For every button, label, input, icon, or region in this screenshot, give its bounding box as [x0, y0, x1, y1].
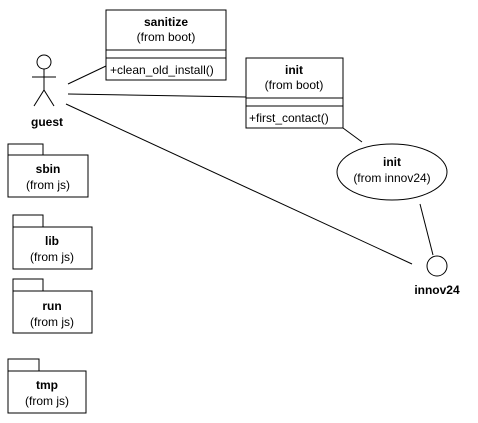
association-guest-init	[67, 93, 247, 98]
package-name: lib	[45, 234, 59, 248]
class-name: sanitize	[144, 15, 188, 29]
stick-figure-icon	[32, 54, 56, 107]
package-tmp[interactable]: tmp (from js)	[7, 358, 87, 414]
association-guest-sanitize	[67, 65, 107, 85]
actor-label: guest	[31, 115, 63, 129]
class-name: init	[285, 63, 303, 77]
package-name: sbin	[36, 162, 61, 176]
package-origin: (from js)	[30, 315, 74, 329]
package-origin: (from js)	[25, 394, 69, 408]
class-origin: (from boot)	[265, 78, 324, 92]
association-guest-innov24	[65, 103, 413, 265]
realization-usecase-innov24	[419, 203, 434, 256]
use-case-init[interactable]: init (from innov24)	[336, 143, 448, 201]
package-origin: (from js)	[26, 178, 70, 192]
class-init-boot[interactable]: init (from boot) +first_contact()	[245, 57, 344, 129]
package-origin: (from js)	[30, 250, 74, 264]
class-operation: +clean_old_install()	[110, 63, 214, 77]
association-init-usecase	[342, 127, 363, 143]
interface-circle-icon	[426, 255, 448, 277]
use-case-name: init	[383, 155, 401, 169]
actor-guest[interactable]: guest	[31, 54, 63, 129]
package-name: tmp	[36, 378, 58, 392]
class-sanitize[interactable]: sanitize (from boot) +clean_old_install(…	[105, 9, 227, 81]
package-name: run	[42, 299, 61, 313]
interface-innov24[interactable]: innov24	[414, 255, 460, 297]
use-case-origin: (from innov24)	[353, 171, 430, 185]
class-operation: +first_contact()	[249, 111, 329, 125]
interface-label: innov24	[414, 283, 460, 297]
class-origin: (from boot)	[137, 30, 196, 44]
package-run[interactable]: run (from js)	[12, 278, 93, 334]
package-sbin[interactable]: sbin (from js)	[7, 143, 89, 198]
package-lib[interactable]: lib (from js)	[12, 214, 93, 270]
